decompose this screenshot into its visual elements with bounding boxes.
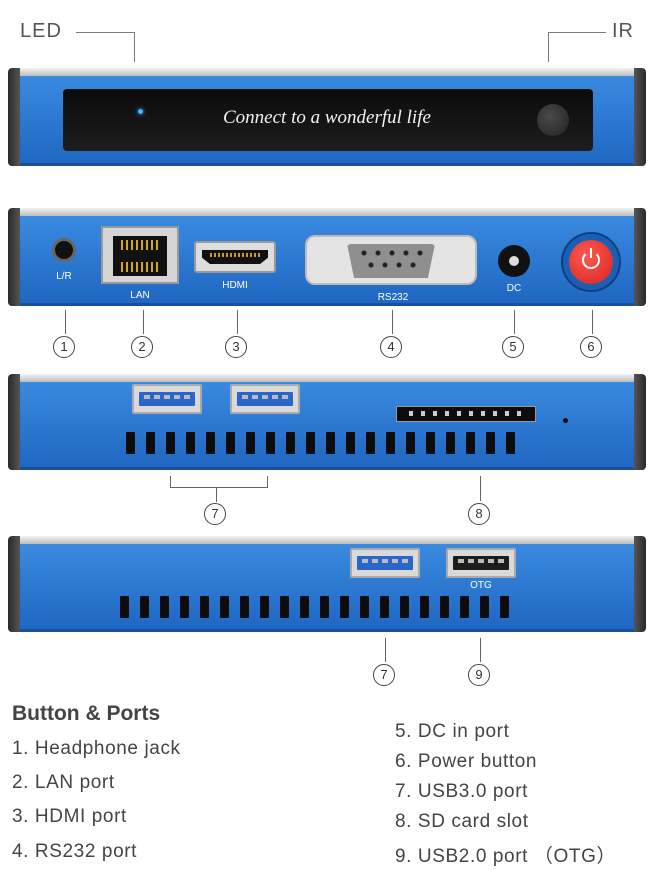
usb2-otg-port [446, 548, 516, 578]
vents-1 [126, 432, 515, 454]
led-leader-line-v [134, 32, 136, 62]
legend-item-3: 3. HDMI port [12, 806, 127, 827]
ir-leader-line [548, 32, 606, 34]
rs232-port [305, 235, 477, 285]
legend-item-4: 4. RS232 port [12, 841, 138, 862]
ir-label: IR [612, 20, 634, 42]
reset-hole [563, 418, 568, 423]
headphone-jack [52, 238, 76, 262]
rs232-label: RS232 [377, 292, 409, 303]
legend-item-1: 1. Headphone jack [12, 738, 181, 759]
front-glass: Connect to a wonderful life [63, 89, 593, 151]
back-panel: L/R LAN HDMI RS232 DC [8, 208, 646, 306]
usb3-port-3 [350, 548, 420, 578]
led-indicator [138, 109, 143, 114]
legend-title: Button & Ports [12, 702, 161, 725]
led-label: LED [20, 20, 62, 42]
legend-item-5: 5. DC in port [395, 721, 510, 742]
legend-item-8: 8. SD card slot [395, 811, 529, 832]
side-panel-2: OTG [8, 536, 646, 632]
hdmi-label: HDMI [222, 280, 248, 291]
callout-8: 8 [468, 503, 490, 525]
legend-item-7: 7. USB3.0 port [395, 781, 529, 802]
callout-3: 3 [225, 336, 247, 358]
ir-leader-line-v [548, 32, 550, 62]
usb3-port-2 [230, 384, 300, 414]
sd-card-slot [396, 406, 536, 422]
callout-6: 6 [580, 336, 602, 358]
callout-4: 4 [380, 336, 402, 358]
hdmi-port [194, 241, 276, 273]
lan-port [101, 226, 179, 284]
legend-item-6: 6. Power button [395, 751, 538, 772]
dc-label: DC [506, 283, 522, 294]
side-panel-1 [8, 374, 646, 470]
lr-label: L/R [56, 271, 72, 282]
ir-receiver [537, 104, 569, 136]
otg-label: OTG [470, 580, 492, 591]
legend-item-2: 2. LAN port [12, 772, 115, 793]
slogan-text: Connect to a wonderful life [223, 107, 431, 128]
vents-2 [120, 596, 509, 618]
led-leader-line [76, 32, 135, 34]
usb3-port-1 [132, 384, 202, 414]
legend-item-9: 9. USB2.0 port （OTG） [395, 846, 617, 867]
callout-1: 1 [53, 336, 75, 358]
dc-port [498, 245, 530, 277]
callout-2: 2 [131, 336, 153, 358]
callout-5: 5 [502, 336, 524, 358]
callout-7a: 7 [204, 503, 226, 525]
power-button [561, 232, 621, 292]
front-panel: Connect to a wonderful life [8, 68, 646, 166]
lan-label: LAN [130, 290, 150, 301]
power-icon [582, 251, 600, 269]
callout-9: 9 [468, 664, 490, 686]
callout-7b: 7 [373, 664, 395, 686]
